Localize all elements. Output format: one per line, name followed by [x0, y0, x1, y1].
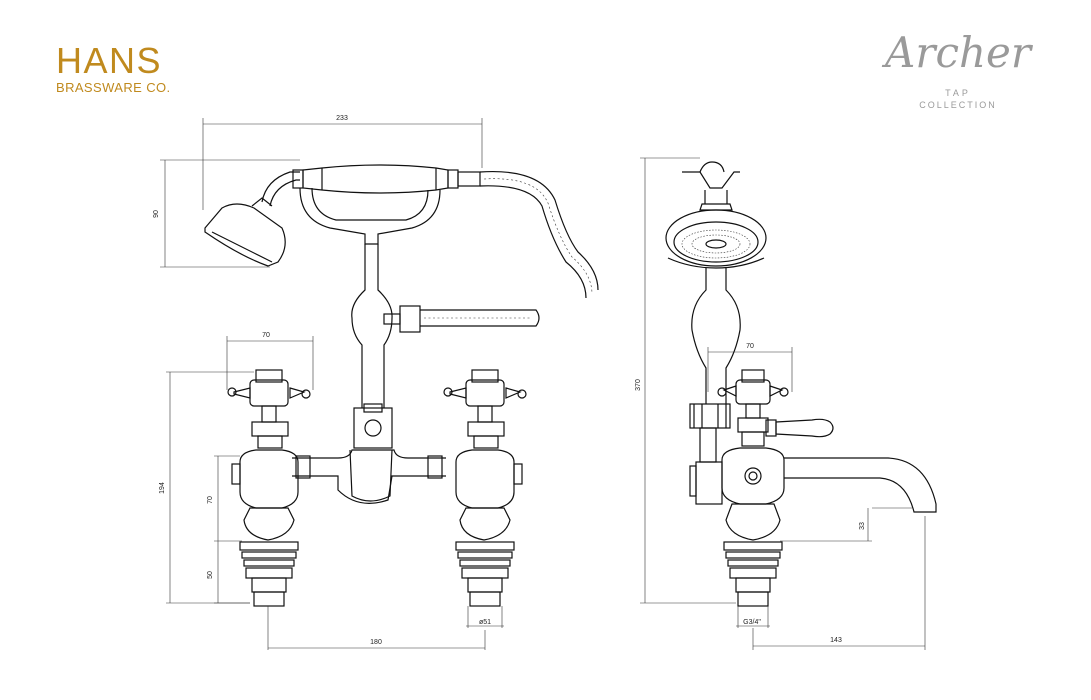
- collection-line-1: TAP: [945, 88, 971, 98]
- collection-logo: Archer TAP COLLECTION: [878, 14, 1038, 114]
- side-valve: [689, 369, 937, 607]
- dim-thread: G3/4": [743, 619, 761, 626]
- left-valve: [227, 369, 311, 607]
- handset-shower: [204, 164, 481, 267]
- bridge-body: [292, 449, 446, 504]
- dim-180: 180: [370, 639, 382, 646]
- riser-pipe: [351, 244, 393, 408]
- brand-subtitle: BRASSWARE CO.: [56, 80, 171, 95]
- shower-head-side: [665, 161, 767, 269]
- dim-90: 90: [153, 210, 160, 218]
- front-dimensions: 233 90 70 194 70 50 ø51 180: [153, 115, 504, 650]
- hose-connector: [383, 305, 540, 333]
- dim-70-vertical: 70: [207, 496, 214, 504]
- dim-370: 370: [635, 379, 642, 391]
- handset-handle-side: [691, 268, 741, 404]
- brand-logo: HANS BRASSWARE CO.: [56, 42, 171, 96]
- collection-line-2: COLLECTION: [919, 100, 997, 110]
- dim-70-side: 70: [746, 343, 754, 350]
- dim-base-diameter: ø51: [479, 619, 491, 626]
- side-dimensions: 370 70 33 G3/4" 143: [635, 157, 926, 650]
- collection-script-name: Archer: [885, 28, 1031, 77]
- dim-233: 233: [336, 115, 348, 122]
- dim-50: 50: [207, 571, 214, 579]
- right-valve: [443, 369, 527, 607]
- diverter-block: [353, 403, 393, 449]
- front-view: 233 90 70 194 70 50 ø51 180: [153, 115, 599, 650]
- brand-name: HANS: [56, 40, 163, 81]
- side-view: 370 70 33 G3/4" 143: [635, 157, 937, 650]
- dim-194: 194: [159, 482, 166, 494]
- dim-33: 33: [859, 522, 866, 530]
- dim-143: 143: [830, 637, 842, 644]
- coiled-hose: [479, 170, 599, 299]
- dim-70-front: 70: [262, 332, 270, 339]
